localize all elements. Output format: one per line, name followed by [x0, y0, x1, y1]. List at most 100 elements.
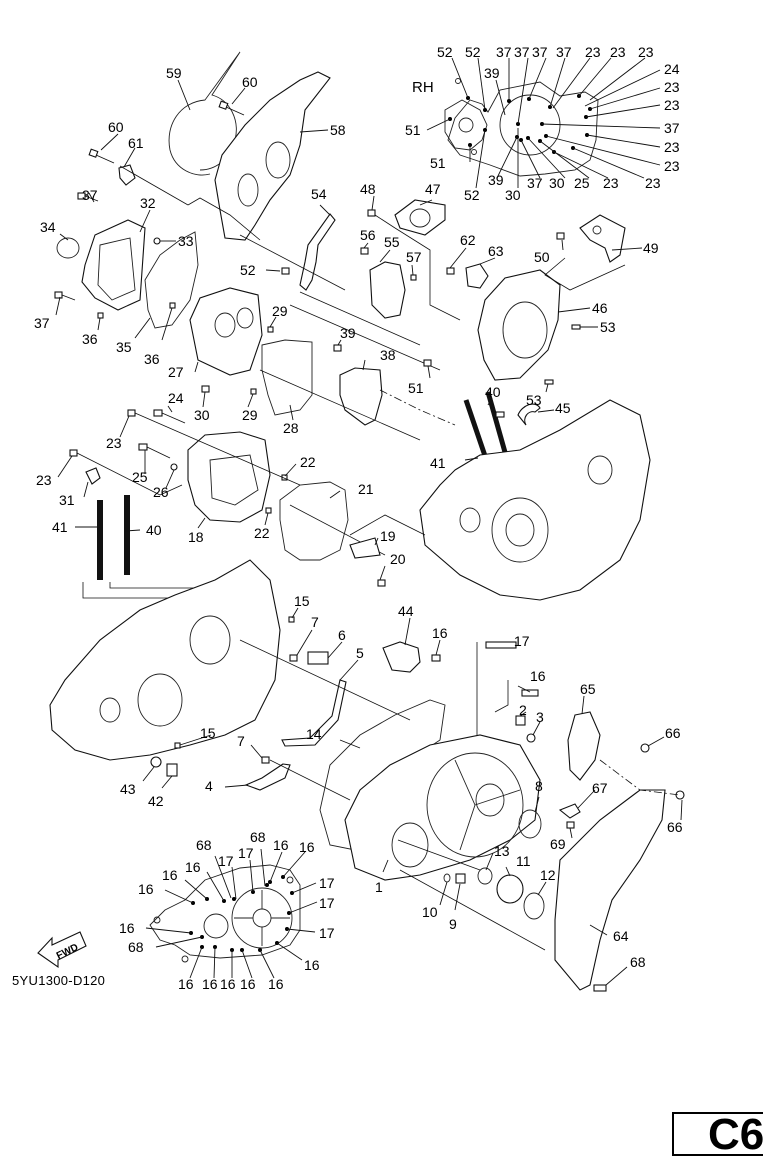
part-58-hole — [265, 141, 291, 179]
part-36-dowel — [169, 302, 176, 309]
callout-52: 52 — [464, 187, 480, 203]
part-36-dowel — [97, 312, 104, 319]
callout-17: 17 — [514, 633, 530, 649]
callout-16: 16 — [220, 976, 236, 992]
ref-line — [299, 291, 421, 346]
callout-16: 16 — [299, 839, 315, 855]
callout-16: 16 — [530, 668, 546, 684]
callout-25: 25 — [574, 175, 590, 191]
callout-17: 17 — [238, 845, 254, 861]
part-29-dowel — [267, 326, 274, 333]
callout-21: 21 — [358, 481, 374, 497]
callout-53: 53 — [526, 392, 542, 408]
callout-62: 62 — [460, 232, 476, 248]
callout-41: 41 — [430, 455, 446, 471]
callout-16: 16 — [432, 625, 448, 641]
lh-bolt-hole — [181, 955, 189, 963]
part-56-bolt — [360, 247, 369, 255]
part-29-dowel — [250, 388, 257, 395]
callout-16: 16 — [240, 976, 256, 992]
part-65-bracket — [567, 711, 601, 781]
part-21-gasket — [279, 481, 349, 561]
callout-29: 29 — [272, 303, 288, 319]
part-1-seal — [475, 783, 505, 817]
part-1-cover — [344, 734, 541, 881]
crankcase-left-bore — [189, 615, 231, 665]
part-45-guide — [517, 403, 541, 426]
callout-40: 40 — [485, 384, 501, 400]
rh-inset: RH — [405, 44, 680, 203]
callout-23: 23 — [664, 139, 680, 155]
part-66-screw — [640, 743, 650, 753]
callout-37: 37 — [514, 44, 530, 60]
lh-rotor-cover — [231, 887, 293, 949]
callout-23: 23 — [610, 44, 626, 60]
callout-25: 25 — [132, 469, 148, 485]
callout-39: 39 — [340, 325, 356, 341]
callout-5: 5 — [356, 645, 364, 661]
rh-cover-outline — [447, 81, 599, 177]
part-32-inner — [97, 237, 136, 301]
callout-52: 52 — [465, 44, 481, 60]
crankcase-port — [459, 507, 481, 533]
lh-rotor-hub — [252, 908, 272, 928]
ref-line — [289, 304, 441, 371]
part-13-oring — [477, 867, 493, 885]
callout-16: 16 — [162, 867, 178, 883]
callout-49: 49 — [643, 240, 659, 256]
crankcase-right — [419, 399, 651, 601]
callout-28: 28 — [283, 420, 299, 436]
callout-60: 60 — [242, 74, 258, 90]
callout-29: 29 — [242, 407, 258, 423]
rh-bolt-hole — [455, 78, 461, 84]
part-54-bracket — [299, 213, 336, 291]
main-leaders — [55, 79, 683, 986]
callout-23: 23 — [664, 158, 680, 174]
part-34-oring — [56, 237, 80, 259]
part-16-bolt — [431, 654, 441, 662]
fwd-arrow: FWD — [37, 931, 87, 969]
callout-3: 3 — [536, 709, 544, 725]
ref-line — [374, 214, 396, 229]
part-39-bolt — [333, 344, 342, 352]
part-57-dowel — [410, 274, 417, 281]
callout-69: 69 — [550, 836, 566, 852]
part-18-inner — [209, 454, 259, 506]
callout-12: 12 — [540, 867, 556, 883]
part-45-screw — [495, 411, 505, 418]
callout-16: 16 — [268, 976, 284, 992]
callout-22: 22 — [254, 525, 270, 541]
ref-line — [134, 412, 301, 486]
callout-7: 7 — [311, 614, 319, 630]
callout-51: 51 — [430, 155, 446, 171]
callout-23: 23 — [645, 175, 661, 191]
callout-61: 61 — [128, 135, 144, 151]
callout-65: 65 — [580, 681, 596, 697]
callout-36: 36 — [82, 331, 98, 347]
callout-7: 7 — [237, 733, 245, 749]
part-61-clamp — [118, 164, 136, 186]
callout-13: 13 — [494, 843, 510, 859]
part-7-bolt — [261, 756, 270, 764]
crankcase-bore-inner — [505, 513, 535, 547]
part-62-bolt — [446, 267, 455, 275]
part-23-bolt — [127, 409, 136, 417]
callout-32: 32 — [140, 195, 156, 211]
part-66-screw — [675, 790, 685, 800]
callout-63: 63 — [488, 243, 504, 259]
part-53-dowel — [544, 379, 554, 385]
callout-47: 47 — [425, 181, 441, 197]
callout-17: 16 — [304, 957, 320, 973]
callout-59: 59 — [166, 65, 182, 81]
part-8-oring — [518, 809, 542, 839]
callout-23: 23 — [664, 79, 680, 95]
rh-plate-hole — [458, 117, 474, 133]
part-27-case — [189, 287, 263, 376]
callout-17: 17 — [319, 925, 335, 941]
part-20-bolt — [377, 579, 386, 587]
callout-16: 17 — [319, 875, 335, 891]
rh-plate — [444, 99, 488, 151]
callout-39: 39 — [484, 65, 500, 81]
callout-23: 23 — [638, 44, 654, 60]
